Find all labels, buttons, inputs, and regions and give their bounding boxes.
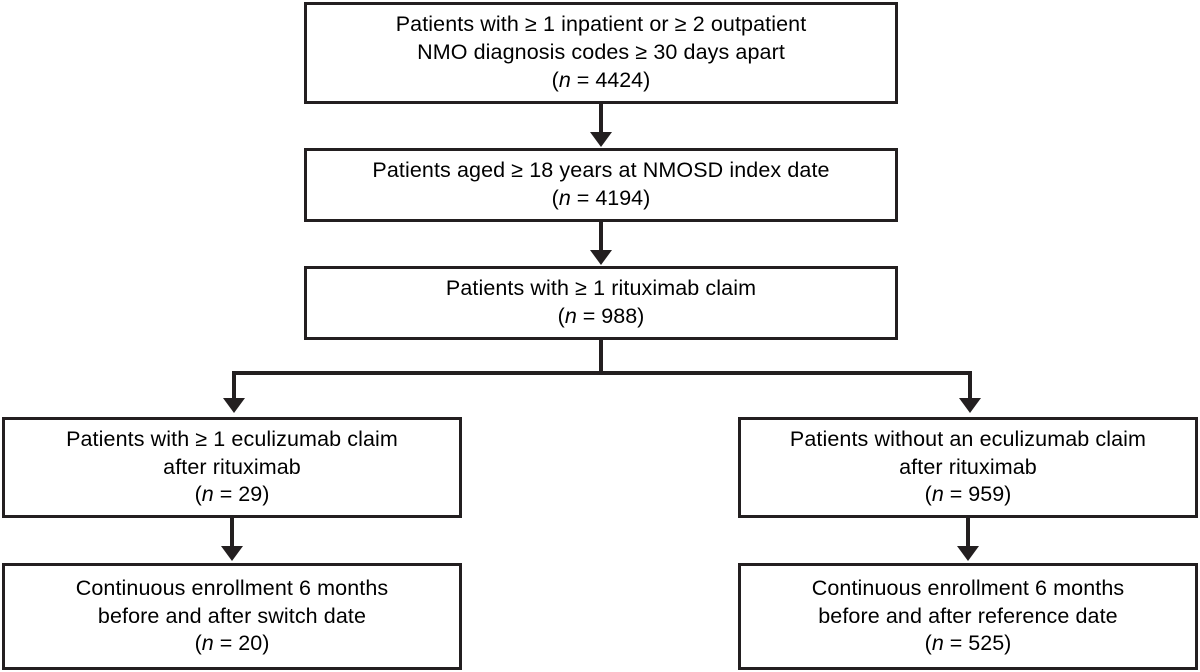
count-value: 29 xyxy=(238,482,263,507)
flow-node-5-right-count: (n = 525) xyxy=(806,630,1131,658)
count-variable: n xyxy=(558,186,571,210)
flow-node-4-right-text: Patients without an eculizumab claim aft… xyxy=(789,426,1147,479)
count-close-paren: ) xyxy=(1004,482,1012,507)
count-value: 20 xyxy=(238,631,263,656)
count-close-paren: ) xyxy=(1004,631,1012,656)
flow-node-no-eculizumab-claim-after-rituximab: Patients without an eculizumab claim aft… xyxy=(738,417,1198,518)
arrowhead-node4right-to-node5right xyxy=(957,546,979,561)
flow-node-age-18-plus: Patients aged ≥ 18 years at NMOSD index … xyxy=(304,148,898,222)
count-variable: n xyxy=(931,482,944,507)
flow-node-4-right-count: (n = 959) xyxy=(784,481,1152,509)
count-open-paren: ( xyxy=(551,186,559,210)
count-close-paren: ) xyxy=(637,304,645,328)
flow-node-continuous-enrollment-reference-date: Continuous enrollment 6 months before an… xyxy=(738,563,1198,670)
count-open-paren: ( xyxy=(557,304,565,328)
flow-node-5-right-text: Continuous enrollment 6 months before an… xyxy=(811,575,1125,628)
branch-horizontal-bar xyxy=(232,371,972,375)
connector-node1-to-node2 xyxy=(599,104,603,134)
flow-node-2-text: Patients aged ≥ 18 years at NMOSD index … xyxy=(372,158,830,183)
count-value: 525 xyxy=(968,631,1005,656)
arrowhead-branch-right xyxy=(959,398,981,413)
flow-node-5-left-count: (n = 20) xyxy=(70,630,395,658)
count-equals: = xyxy=(576,304,602,328)
count-equals: = xyxy=(213,482,239,507)
flow-node-1-count: (n = 4424) xyxy=(390,67,813,95)
arrowhead-node1-to-node2 xyxy=(590,132,612,147)
count-variable: n xyxy=(931,631,944,656)
branch-right-drop xyxy=(968,371,972,400)
connector-node4right-to-node5right xyxy=(966,518,970,548)
count-equals: = xyxy=(213,631,239,656)
arrowhead-node4left-to-node5left xyxy=(221,546,243,561)
count-equals: = xyxy=(943,482,969,507)
count-open-paren: ( xyxy=(924,482,932,507)
count-variable: n xyxy=(558,67,571,92)
count-value: 4424 xyxy=(595,67,644,92)
count-open-paren: ( xyxy=(194,482,202,507)
flow-node-3-count: (n = 988) xyxy=(440,303,762,331)
branch-stem-vertical xyxy=(599,340,603,375)
connector-node2-to-node3 xyxy=(599,222,603,252)
count-equals: = xyxy=(943,631,969,656)
flow-node-continuous-enrollment-switch-date: Continuous enrollment 6 months before an… xyxy=(2,563,462,670)
flow-node-4-left-count: (n = 29) xyxy=(60,481,404,509)
count-close-paren: ) xyxy=(262,482,270,507)
flow-node-rituximab-claim: Patients with ≥ 1 rituximab claim (n = 9… xyxy=(304,266,898,340)
flow-node-1-text: Patients with ≥ 1 inpatient or ≥ 2 outpa… xyxy=(395,12,807,65)
count-equals: = xyxy=(570,186,596,210)
flow-node-3-text: Patients with ≥ 1 rituximab claim xyxy=(445,276,757,301)
count-value: 959 xyxy=(968,482,1005,507)
count-open-paren: ( xyxy=(551,67,559,92)
arrowhead-branch-left xyxy=(223,398,245,413)
flow-node-2-count: (n = 4194) xyxy=(366,185,835,213)
count-close-paren: ) xyxy=(643,186,651,210)
count-close-paren: ) xyxy=(643,67,651,92)
count-open-paren: ( xyxy=(924,631,932,656)
count-equals: = xyxy=(570,67,596,92)
flow-node-5-left-text: Continuous enrollment 6 months before an… xyxy=(75,575,389,628)
count-open-paren: ( xyxy=(194,631,202,656)
connector-node4left-to-node5left xyxy=(230,518,234,548)
count-variable: n xyxy=(201,482,214,507)
flow-node-eculizumab-claim-after-rituximab: Patients with ≥ 1 eculizumab claim after… xyxy=(2,417,462,518)
flow-node-inclusion-nmo-codes: Patients with ≥ 1 inpatient or ≥ 2 outpa… xyxy=(304,2,898,104)
branch-left-drop xyxy=(232,371,236,400)
count-close-paren: ) xyxy=(262,631,270,656)
count-value: 988 xyxy=(601,304,638,328)
flow-node-4-left-text: Patients with ≥ 1 eculizumab claim after… xyxy=(66,426,398,479)
count-variable: n xyxy=(564,304,577,328)
count-value: 4194 xyxy=(595,186,644,210)
count-variable: n xyxy=(201,631,214,656)
arrowhead-node2-to-node3 xyxy=(590,250,612,265)
